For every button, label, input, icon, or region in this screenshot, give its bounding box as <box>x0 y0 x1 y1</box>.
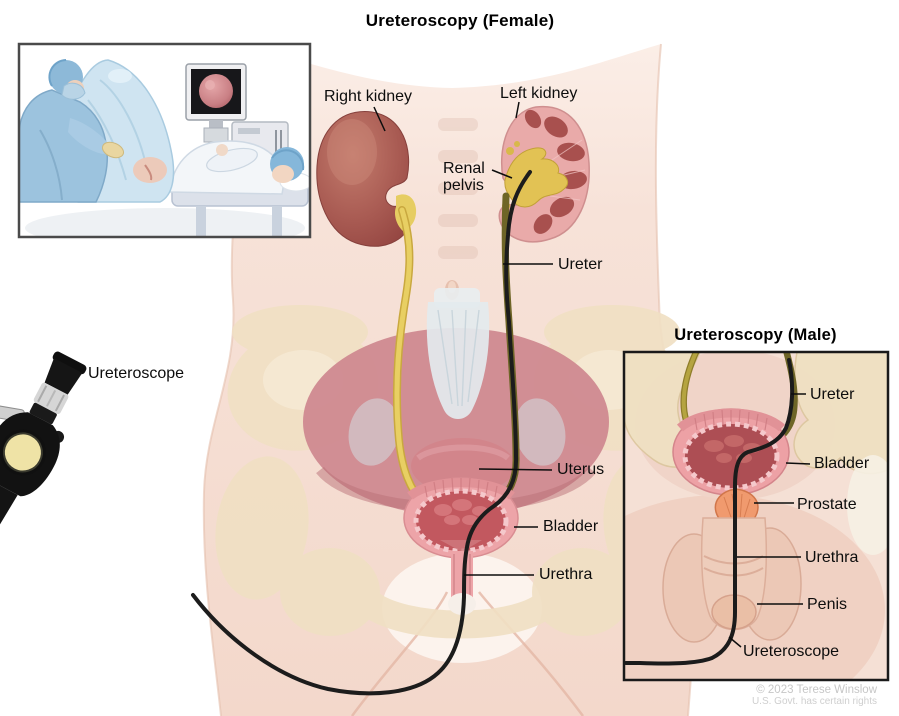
label-renal-pelvis: Renal pelvis <box>443 160 485 194</box>
procedure-inset <box>17 42 312 239</box>
ureteroscope-device <box>0 351 87 593</box>
sacrum <box>426 288 490 419</box>
label-male-ureter: Ureter <box>810 386 855 403</box>
label-male-prostate: Prostate <box>797 496 857 513</box>
bladder-male <box>672 408 790 496</box>
label-male-urethra: Urethra <box>805 549 859 566</box>
uterus-leader <box>478 468 553 471</box>
patient <box>169 140 310 195</box>
male-ureteroscope-leader <box>728 636 742 648</box>
male-bladder-leader <box>785 462 811 465</box>
renal-pelvis-leader <box>491 169 513 179</box>
bladder-female <box>403 477 519 615</box>
label-right-kidney: Right kidney <box>324 88 413 105</box>
urethra-female <box>451 551 473 601</box>
copyright-line2: U.S. Govt. has certain rights <box>751 696 877 707</box>
label-bladder: Bladder <box>543 518 599 535</box>
right-kidney-leader <box>373 106 386 132</box>
label-ureter: Ureter <box>558 256 603 273</box>
label-male-ureteroscope: Ureteroscope <box>743 643 840 660</box>
male-inset <box>622 350 890 682</box>
label-uterus: Uterus <box>557 461 605 478</box>
male-inset-border <box>622 350 890 682</box>
procedure-inset-border <box>17 42 312 239</box>
left-kidney-leader <box>515 101 520 119</box>
surgeon <box>19 59 125 203</box>
copyright-line1: © 2023 Terese Winslow <box>756 684 877 696</box>
right-kidney <box>316 111 417 247</box>
copyright-credit: © 2023 Terese Winslow U.S. Govt. has cer… <box>752 684 877 707</box>
leader-lines <box>373 101 811 648</box>
left-kidney-cross-section <box>498 105 590 243</box>
label-ureteroscope: Ureteroscope <box>88 365 185 382</box>
right-ureter <box>392 206 428 509</box>
ureteroscope-fiber <box>191 170 532 696</box>
label-urethra: Urethra <box>539 566 593 583</box>
endoscopy-monitor <box>185 63 289 186</box>
male-ureteroscope-fiber <box>624 358 795 666</box>
label-male-bladder: Bladder <box>814 455 870 472</box>
label-left-kidney: Left kidney <box>500 85 578 102</box>
spine-hint <box>438 118 478 259</box>
uterus <box>411 438 515 494</box>
female-title: Ureteroscopy (Female) <box>365 11 555 30</box>
male-title: Ureteroscopy (Male) <box>674 326 837 344</box>
label-male-penis: Penis <box>807 596 848 613</box>
